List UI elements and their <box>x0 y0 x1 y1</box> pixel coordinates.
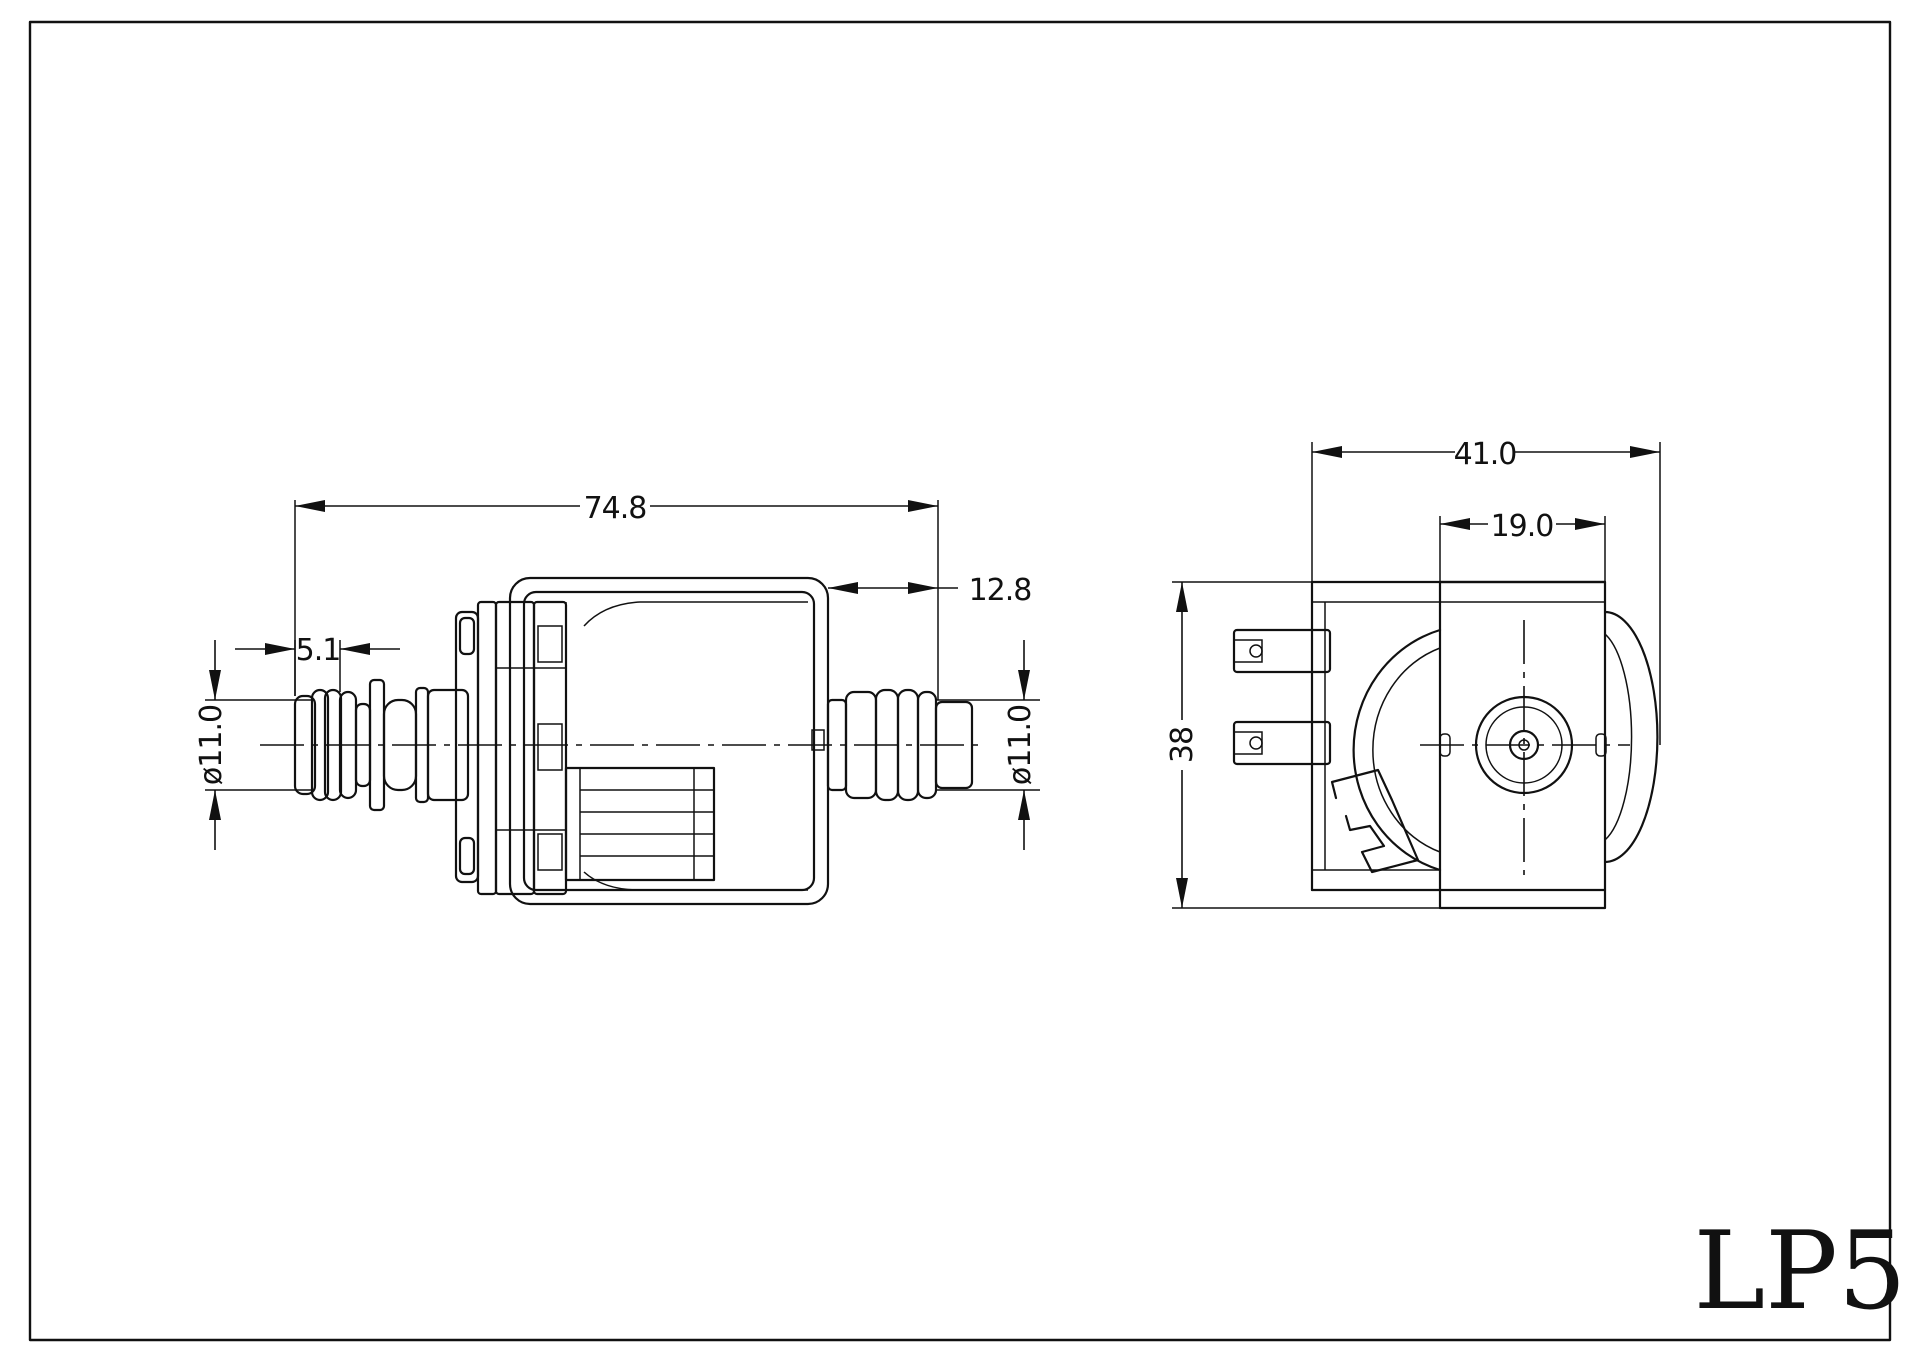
wire-clip <box>1330 768 1420 874</box>
dimension-inlet-diameter: ø11.0 <box>194 705 229 785</box>
dimension-outlet-diameter: ø11.0 <box>1003 705 1038 785</box>
pump-end-view <box>1232 580 1659 910</box>
side-view-dimensions: 74.8 12.8 5.1 ø11.0 ø11.0 <box>194 491 1040 850</box>
coil-housing <box>508 576 830 906</box>
dimension-outlet-length: 12.8 <box>969 573 1032 608</box>
dimension-bracket-width: 19.0 <box>1491 509 1554 544</box>
drawing-frame <box>28 20 1892 1342</box>
dimension-height: 38 <box>1165 727 1200 763</box>
pump-side-view <box>260 576 985 906</box>
dimension-overall-width: 41.0 <box>1454 437 1517 472</box>
dimension-inlet-offset: 5.1 <box>296 633 341 668</box>
dimension-overall-length: 74.8 <box>584 491 647 526</box>
model-label: LP5 <box>1693 1209 1906 1334</box>
end-view-dimensions: 41.0 19.0 38 <box>1165 437 1661 909</box>
valve-block <box>454 600 568 896</box>
terminal-tabs <box>1232 628 1332 766</box>
